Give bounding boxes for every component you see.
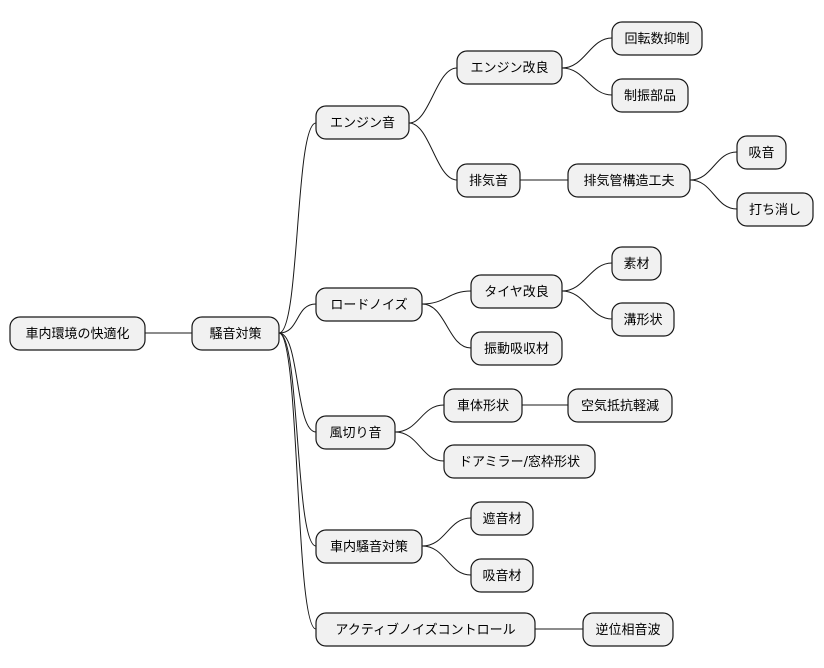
node-cancellation-box [736,192,814,227]
node-groove-shape-box [611,302,675,337]
node-vibration-absorber-box [470,331,563,366]
node-sound-insulation: 遮音材 [470,501,534,536]
node-engine-improvement: エンジン改良 [456,50,563,85]
node-wind-noise-box [315,415,396,450]
node-damping-parts-box [611,78,689,113]
mindmap-edges [145,37,738,630]
node-groove-shape: 溝形状 [611,302,675,337]
node-mirror-window-shape-label: ドアミラー/窓枠形状 [459,454,580,470]
edge-noise-engine [278,122,317,334]
node-cabin-noise: 車内騒音対策 [315,529,423,564]
node-cancellation-label: 打ち消し [749,203,801,218]
node-material: 素材 [611,246,662,281]
node-exhaust-pipe-design-box [567,163,691,198]
node-sound-absorber-label: 吸音材 [482,568,521,584]
node-root-label: 車内環境の快適化 [25,326,129,342]
node-rpm-suppression-label: 回転数抑制 [624,32,689,47]
node-sound-absorption-box [736,135,787,170]
edge-noise-active [278,332,317,630]
node-tire-improvement-label: タイヤ改良 [484,284,549,300]
edge-improve-rpm [561,37,613,69]
edge-noise-wind [278,332,317,433]
node-mirror-window-shape-box [443,444,596,479]
edge-wind-mirror [394,431,445,462]
edge-cabin-insulation [421,517,472,547]
node-tire-improvement-box [470,274,563,309]
node-road-noise-box [315,287,423,322]
edge-noise-road [278,303,317,334]
node-mirror-window-shape: ドアミラー/窓枠形状 [443,444,596,479]
node-noise-countermeasures-label: 騒音対策 [209,326,261,342]
node-body-shape-box [443,388,523,423]
node-road-noise: ロードノイズ [315,287,423,322]
edge-road-vibration [421,303,472,349]
node-active-noise-control: アクティブノイズコントロール [315,612,536,647]
node-exhaust-sound: 排気音 [456,163,521,198]
node-road-noise-label: ロードノイズ [330,297,407,313]
node-body-shape-label: 車体形状 [457,399,509,414]
edge-tire-material [561,262,613,292]
node-engine-improvement-label: エンジン改良 [470,60,548,76]
node-drag-reduction-box [567,388,673,423]
node-body-shape: 車体形状 [443,388,523,423]
node-wind-noise: 風切り音 [315,415,396,450]
node-damping-parts: 制振部品 [611,78,689,113]
node-rpm-suppression: 回転数抑制 [611,21,703,56]
node-antiphase-wave-label: 逆位相音波 [595,622,660,638]
node-sound-absorption: 吸音 [736,135,787,170]
node-exhaust-sound-box [456,163,521,198]
node-exhaust-sound-label: 排気音 [469,173,508,189]
node-cancellation: 打ち消し [736,192,814,227]
node-vibration-absorber-label: 振動吸収材 [484,342,549,357]
node-material-label: 素材 [623,257,649,272]
edge-engine-improve [408,67,458,124]
node-rpm-suppression-box [611,21,703,56]
node-active-noise-control-label: アクティブノイズコントロール [335,622,515,638]
edge-pipe-absorb [689,151,738,181]
node-exhaust-pipe-design: 排気管構造工夫 [567,163,691,198]
node-cabin-noise-box [315,529,423,564]
edge-noise-cabin [278,332,317,547]
node-groove-shape-label: 溝形状 [623,313,662,328]
edge-wind-body [394,404,445,433]
node-engine-improvement-box [456,50,563,85]
node-antiphase-wave: 逆位相音波 [582,612,674,647]
node-antiphase-wave-box [582,612,674,647]
node-sound-absorber: 吸音材 [470,558,534,593]
node-sound-absorber-box [470,558,534,593]
node-cabin-noise-label: 車内騒音対策 [330,539,408,555]
node-damping-parts-label: 制振部品 [624,89,676,104]
node-sound-absorption-label: 吸音 [748,145,774,161]
node-material-box [611,246,662,281]
edge-pipe-cancel [689,179,738,210]
node-sound-insulation-label: 遮音材 [482,511,521,527]
node-active-noise-control-box [315,612,536,647]
edge-tire-groove [561,290,613,320]
edge-engine-exhaust [408,122,458,181]
edge-improve-damping [561,67,613,96]
node-noise-countermeasures: 騒音対策 [191,316,280,351]
node-wind-noise-label: 風切り音 [329,425,381,441]
node-noise-countermeasures-box [191,316,280,351]
edge-cabin-absorber [421,545,472,576]
edge-road-tire [421,290,472,305]
node-engine-sound-label: エンジン音 [330,115,395,131]
node-tire-improvement: タイヤ改良 [470,274,563,309]
node-engine-sound-box [315,105,410,140]
node-vibration-absorber: 振動吸収材 [470,331,563,366]
node-drag-reduction: 空気抵抗軽減 [567,388,673,423]
node-root-box [9,316,146,351]
node-root: 車内環境の快適化 [9,316,146,351]
node-sound-insulation-box [470,501,534,536]
node-drag-reduction-label: 空気抵抗軽減 [581,398,659,414]
node-exhaust-pipe-design-label: 排気管構造工夫 [583,173,674,189]
node-engine-sound: エンジン音 [315,105,410,140]
